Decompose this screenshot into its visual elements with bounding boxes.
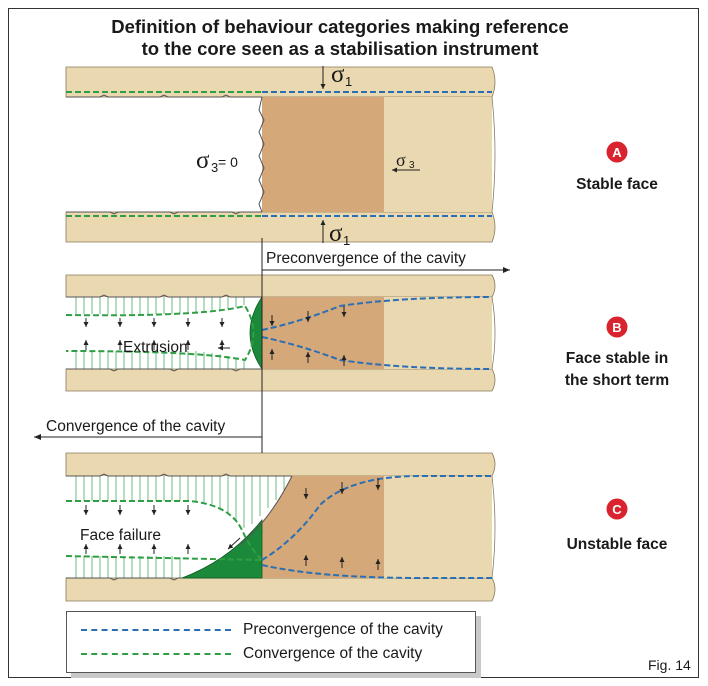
svg-text:3: 3 <box>409 160 415 171</box>
core-b <box>262 297 384 369</box>
svg-text:3: 3 <box>211 160 218 175</box>
core-a <box>262 97 384 212</box>
svg-text:B: B <box>612 320 621 335</box>
ground-upper-b <box>65 274 496 298</box>
legend-swatch-convergence <box>81 653 231 655</box>
legend: Preconvergence of the cavity Convergence… <box>66 611 476 673</box>
badge-b: B <box>606 316 628 338</box>
svg-text:= 0: = 0 <box>218 154 238 170</box>
face-a <box>258 96 265 213</box>
svg-text:σ: σ <box>331 61 345 88</box>
panel-a: σ 1 σ 1 σ 3 = 0 σ 3 <box>65 61 496 248</box>
badge-c: C <box>606 498 628 520</box>
legend-label-convergence: Convergence of the cavity <box>243 645 423 662</box>
title-line-2: to the core seen as a stabilisation inst… <box>141 38 539 59</box>
preconvergence-label: Preconvergence of the cavity <box>266 250 466 267</box>
core-c <box>262 476 384 578</box>
badge-a: A <box>606 141 628 163</box>
panel-b: Extrusion <box>65 274 496 392</box>
figure-number: Fig. 14 <box>648 657 691 673</box>
ground-upper-c <box>65 452 496 477</box>
face-failure-label: Face failure <box>80 527 161 544</box>
svg-text:1: 1 <box>345 74 352 89</box>
svg-text:σ: σ <box>196 147 210 174</box>
legend-swatch-preconvergence <box>81 629 231 631</box>
ground-lower-a <box>65 211 496 243</box>
caption-b-line-1: Face stable in <box>566 350 669 367</box>
legend-label-preconvergence: Preconvergence of the cavity <box>243 621 443 638</box>
svg-text:σ: σ <box>396 150 406 170</box>
extrusion-label: Extrusion <box>123 339 188 356</box>
svg-text:C: C <box>612 502 622 517</box>
caption-b-line-2: the short term <box>565 372 669 389</box>
panel-c: Face failure <box>65 452 496 602</box>
convergence-label: Convergence of the cavity <box>46 418 225 435</box>
caption-a: Stable face <box>576 176 658 193</box>
figure-title: Definition of behaviour categories makin… <box>20 16 660 60</box>
svg-text:1: 1 <box>343 233 350 248</box>
svg-text:A: A <box>612 145 622 160</box>
legend-item-convergence: Convergence of the cavity <box>81 643 422 665</box>
failure-wedge <box>181 518 263 579</box>
extrusion-bulge <box>249 295 263 371</box>
ground-upper-a <box>65 66 496 98</box>
ground-lower-b <box>65 368 496 392</box>
title-line-1: Definition of behaviour categories makin… <box>111 16 569 37</box>
legend-item-preconvergence: Preconvergence of the cavity <box>81 619 443 641</box>
ground-lower-c <box>65 577 496 602</box>
caption-c: Unstable face <box>567 536 668 553</box>
svg-text:σ: σ <box>329 220 343 247</box>
